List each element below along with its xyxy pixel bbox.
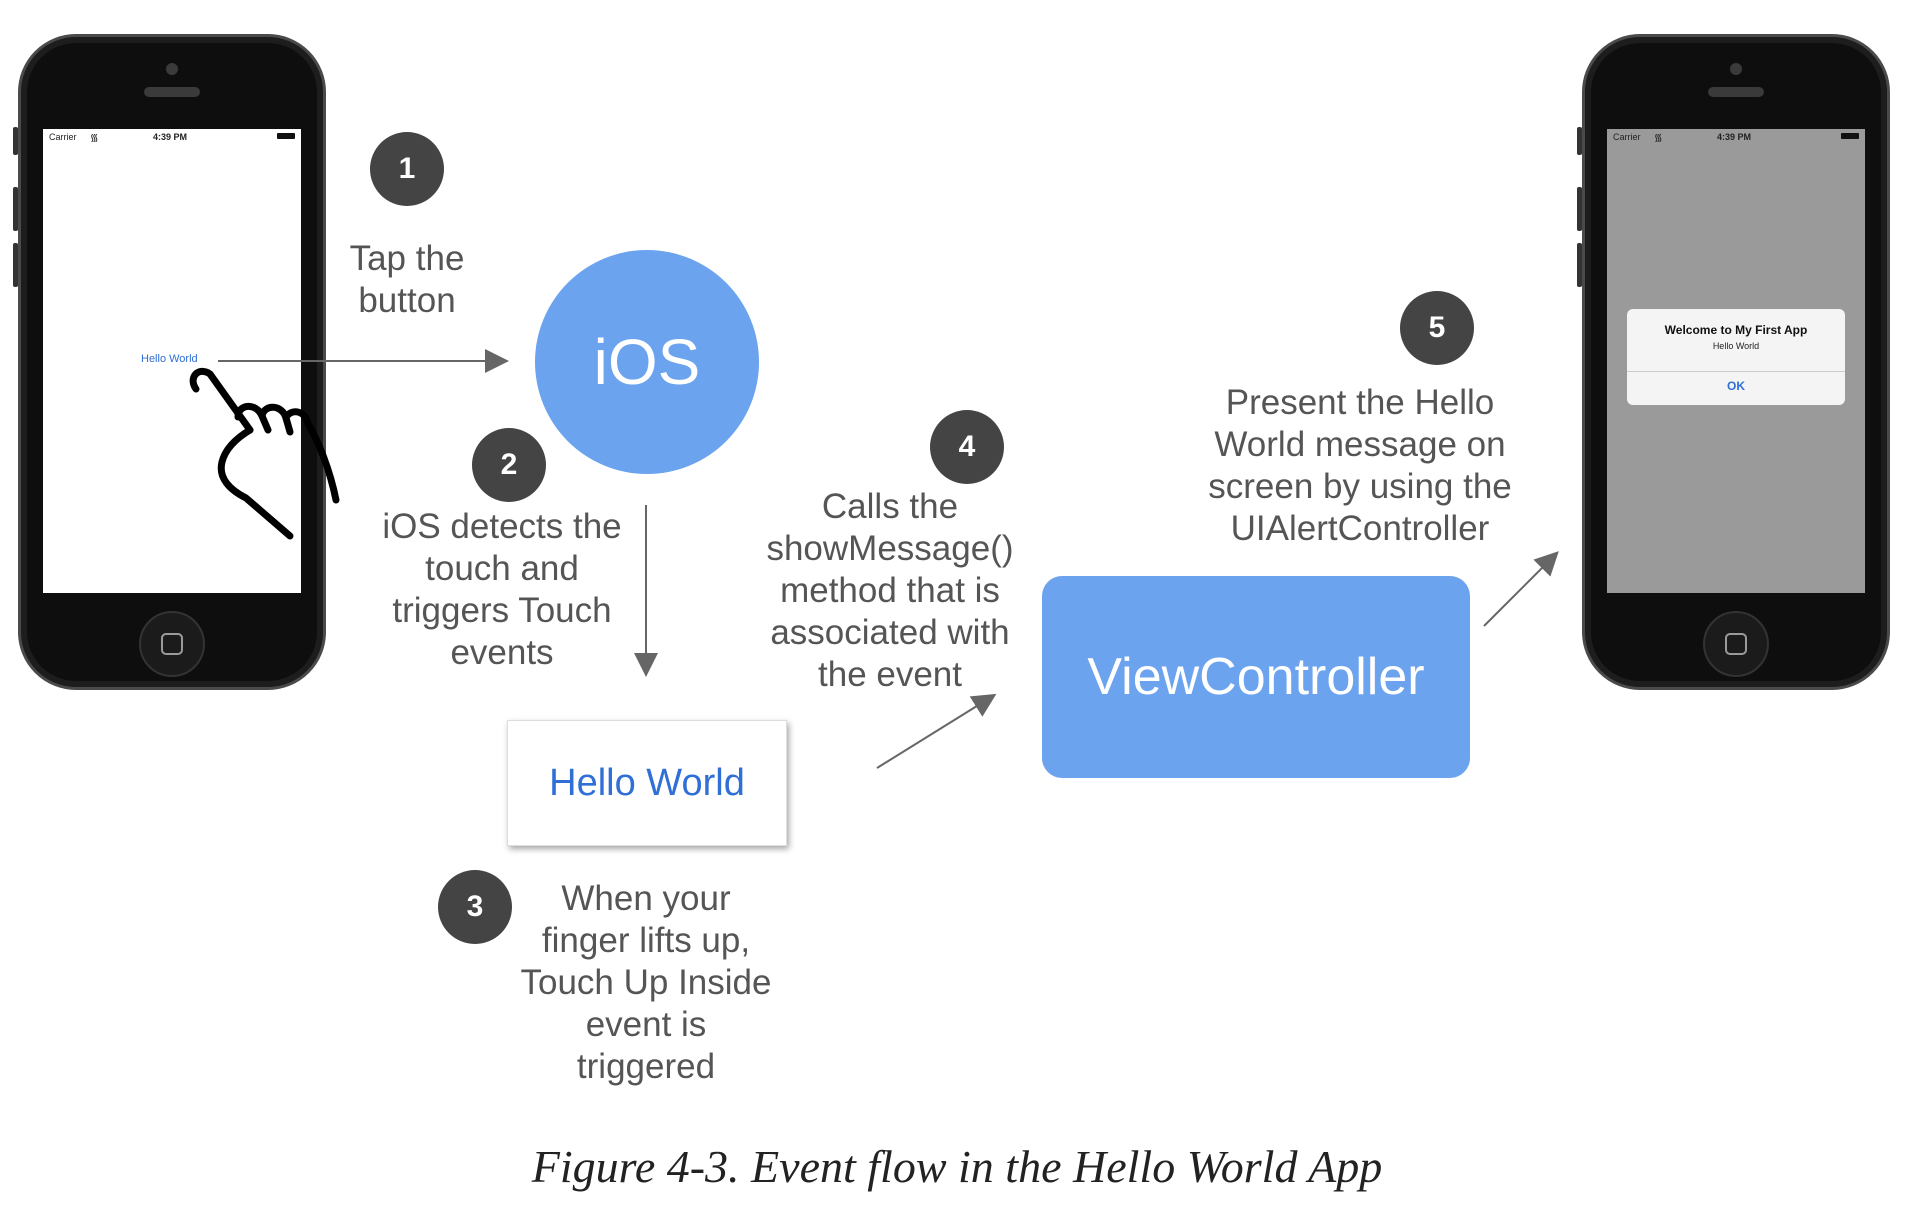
figure-caption: Figure 4-3. Event flow in the Hello Worl… <box>531 1141 1383 1192</box>
step-2-line: touch and <box>425 549 579 588</box>
home-button <box>1703 611 1769 677</box>
volume-down-button <box>13 243 18 287</box>
step-3-label: When your finger lifts up, Touch Up Insi… <box>496 878 796 1088</box>
step-5-line: screen by using the <box>1208 467 1512 506</box>
hello-world-button-node: Hello World <box>507 720 787 846</box>
step-2-line: iOS detects the <box>382 507 622 546</box>
alert-dialog: Welcome to My First App Hello World OK <box>1627 309 1845 405</box>
step-4-line: Calls the <box>821 487 959 526</box>
step-3-line: Touch Up Inside <box>520 963 772 1002</box>
alert-divider <box>1627 371 1845 372</box>
step-4-number: 4 <box>958 430 976 463</box>
pointing-hand-icon <box>189 367 340 540</box>
wifi-icon: ᯾ <box>90 133 99 144</box>
hello-world-button[interactable]: Hello World <box>141 353 198 365</box>
step-1-line: Tap the <box>349 239 465 278</box>
step-3-number: 3 <box>466 890 484 923</box>
step-4-line: method that is <box>780 571 1000 610</box>
step-4-line: the event <box>818 655 962 694</box>
ios-node: iOS <box>535 250 759 474</box>
step-3-line: finger lifts up, <box>541 921 751 960</box>
step-2-label: iOS detects the touch and triggers Touch… <box>362 506 642 674</box>
time-label: 4:39 PM <box>1717 132 1752 142</box>
step-4-line: showMessage() <box>766 529 1014 568</box>
view-controller-node: ViewController <box>1042 576 1470 778</box>
right-iphone: Carrier ᯾ 4:39 PM Welcome to My First Ap… <box>1577 34 1890 690</box>
step-3-line: triggered <box>576 1047 716 1086</box>
right-phone-screen: Carrier ᯾ 4:39 PM Welcome to My First Ap… <box>1607 129 1865 593</box>
step-4-label: Calls the showMessage() method that is a… <box>745 486 1035 696</box>
home-button <box>139 611 205 677</box>
alert-message: Hello World <box>1712 341 1760 351</box>
step-4-line: associated with <box>770 613 1010 652</box>
step-5-line: Present the Hello <box>1225 383 1495 422</box>
alert-title: Welcome to My First App <box>1664 323 1808 337</box>
volume-up-button <box>13 187 18 231</box>
step-2-number: 2 <box>500 448 518 481</box>
step-5-number: 5 <box>1428 311 1446 344</box>
step-5-line: UIAlertController <box>1230 509 1490 548</box>
step-5-badge: 5 <box>1400 291 1474 365</box>
alert-ok-button[interactable]: OK <box>1727 379 1745 393</box>
step-5-label: Present the Hello World message on scree… <box>1178 382 1542 550</box>
earpiece-speaker <box>144 87 200 97</box>
step-2-line: events <box>450 633 554 672</box>
volume-down-button <box>1577 243 1582 287</box>
hello-world-node-label: Hello World <box>549 761 745 804</box>
step-1-number: 1 <box>398 152 416 185</box>
ios-label: iOS <box>593 326 701 398</box>
status-bar: Carrier ᯾ 4:39 PM <box>43 129 301 145</box>
step-3-line: When your <box>561 879 731 918</box>
battery-icon <box>277 133 295 139</box>
arrow-button-to-viewcontroller <box>876 693 997 769</box>
earpiece-speaker <box>1708 87 1764 97</box>
time-label: 4:39 PM <box>153 132 188 142</box>
carrier-label: Carrier <box>1613 132 1641 142</box>
front-camera <box>166 63 178 75</box>
step-3-badge: 3 <box>438 870 512 944</box>
volume-up-button <box>1577 187 1582 231</box>
battery-icon <box>1841 133 1859 139</box>
step-2-line: triggers Touch <box>392 591 612 630</box>
wifi-icon: ᯾ <box>1654 133 1663 144</box>
mute-switch <box>13 127 18 155</box>
step-1-badge: 1 <box>370 132 444 206</box>
arrow-viewcontroller-to-phone <box>1483 551 1559 627</box>
step-2-badge: 2 <box>472 428 546 502</box>
step-5-line: World message on <box>1214 425 1506 464</box>
carrier-label: Carrier <box>49 132 77 142</box>
step-1-line: button <box>358 281 456 320</box>
step-3-line: event is <box>585 1005 707 1044</box>
status-bar: Carrier ᯾ 4:39 PM <box>1607 129 1865 145</box>
step-4-badge: 4 <box>930 410 1004 484</box>
view-controller-label: ViewController <box>1087 648 1425 706</box>
step-1-label: Tap the button <box>307 238 507 322</box>
mute-switch <box>1577 127 1582 155</box>
front-camera <box>1730 63 1742 75</box>
